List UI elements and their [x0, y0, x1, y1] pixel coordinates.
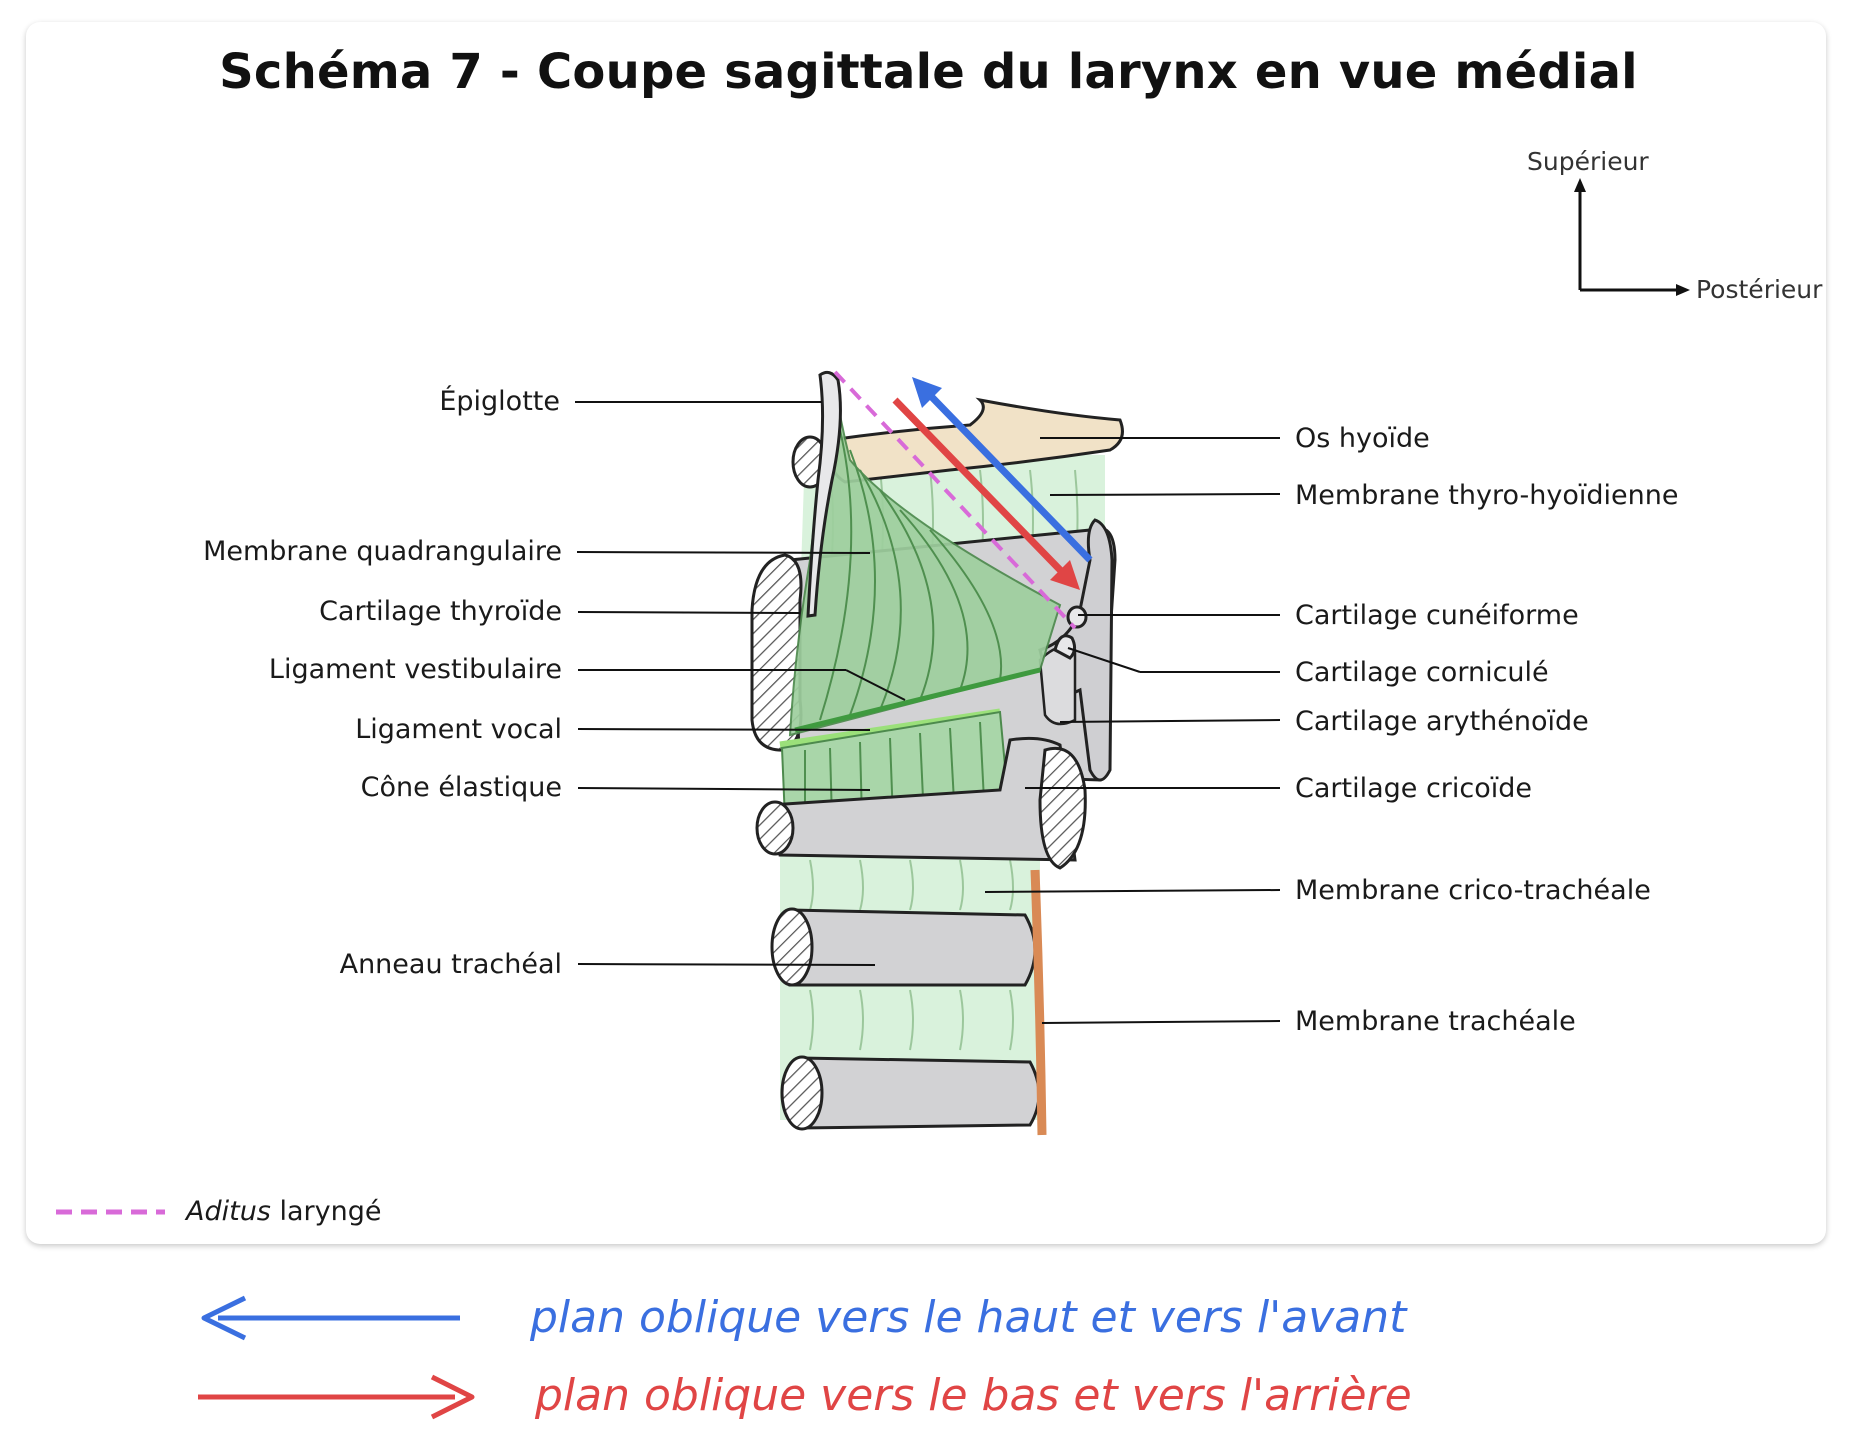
label-cartilage-thyroide: Cartilage thyroïde — [319, 596, 562, 627]
cuneiform-cartilage — [1066, 605, 1088, 629]
legend: Aditus laryngé — [56, 1196, 381, 1227]
legend-italic: Aditus — [184, 1196, 271, 1227]
epiglottis — [806, 370, 842, 618]
label-ligament-vestibulaire: Ligament vestibulaire — [269, 654, 562, 685]
label-cartilage-cricoide: Cartilage cricoïde — [1295, 773, 1532, 804]
corniculate-cartilage — [1053, 634, 1077, 660]
leader-lines — [575, 401, 1281, 1024]
cricoid-cartilage — [755, 736, 1087, 870]
tracheal-membrane — [1030, 869, 1047, 1136]
note-red-text: plan oblique vers le bas et vers l'arriè… — [534, 1370, 1412, 1421]
note-blue-arrowhead — [201, 1295, 247, 1341]
handwritten-notes: plan oblique vers le haut et vers l'avan… — [198, 1292, 1412, 1421]
orientation-axes: Supérieur Postérieur — [1527, 147, 1823, 304]
label-cone-elastique: Cône élastique — [361, 772, 562, 803]
label-membrane-quadrangulaire: Membrane quadrangulaire — [203, 536, 562, 567]
orientation-superieur: Supérieur — [1527, 147, 1649, 176]
label-cartilage-cuneiforme: Cartilage cunéiforme — [1295, 600, 1579, 631]
legend-rest: laryngé — [271, 1196, 382, 1227]
page-title: Schéma 7 - Coupe sagittale du larynx en … — [219, 44, 1638, 100]
aditus-dashed-line — [833, 370, 1077, 630]
label-membrane-thyro-hyoidienne: Membrane thyro-hyoïdienne — [1295, 480, 1678, 511]
label-os-hyoide: Os hyoïde — [1295, 423, 1430, 454]
right-labels: Os hyoïde Membrane thyro-hyoïdienne Cart… — [1295, 423, 1678, 1037]
label-cartilage-arythenoide: Cartilage arythénoïde — [1295, 706, 1589, 737]
left-labels: Épiglotte Membrane quadrangulaire Cartil… — [203, 385, 562, 980]
note-blue-text: plan oblique vers le haut et vers l'avan… — [529, 1292, 1408, 1343]
tracheal-rings — [770, 907, 1041, 1131]
label-anneau-tracheal: Anneau trachéal — [340, 949, 562, 980]
label-membrane-crico-tracheale: Membrane crico-trachéale — [1295, 875, 1651, 906]
blue-arrow — [912, 377, 1093, 563]
vestibular-ligament — [794, 667, 1041, 733]
orientation-posterieur: Postérieur — [1696, 275, 1823, 304]
label-ligament-vocal: Ligament vocal — [355, 714, 562, 745]
label-epiglotte: Épiglotte — [439, 385, 560, 417]
label-cartilage-cornicule: Cartilage corniculé — [1295, 657, 1549, 688]
legend-label: Aditus laryngé — [184, 1196, 381, 1227]
red-arrow — [892, 397, 1080, 590]
label-membrane-tracheale: Membrane trachéale — [1295, 1006, 1576, 1037]
note-red-arrowhead — [430, 1374, 475, 1420]
